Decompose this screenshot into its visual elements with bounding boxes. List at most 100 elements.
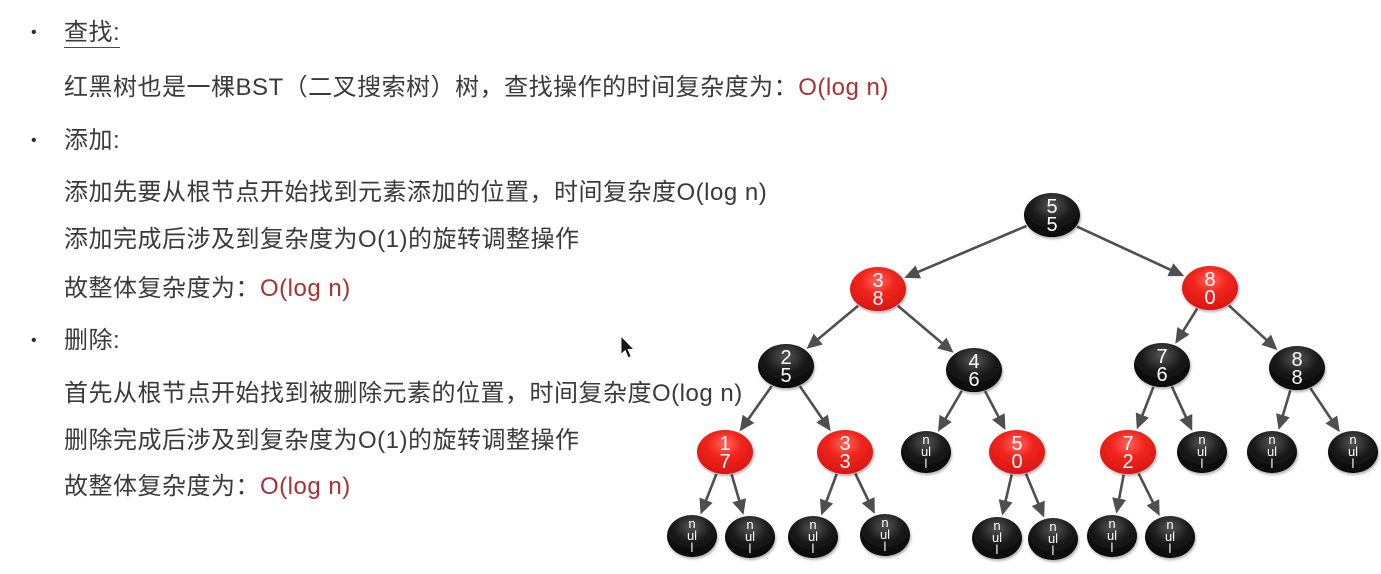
mouse-cursor bbox=[620, 336, 635, 359]
delete-step2-text: 删除完成后涉及到复杂度为O(1)的旋转调整操作 bbox=[64, 427, 580, 454]
search-complexity-value: O(log n) bbox=[798, 74, 889, 101]
tree-edge bbox=[998, 474, 1013, 516]
black-node-ellipse bbox=[758, 344, 814, 388]
delete-step2-line: 删除完成后涉及到复杂度为O(1)的旋转调整操作 bbox=[64, 425, 580, 457]
bullet-marker: • bbox=[31, 132, 38, 149]
add-step2-text: 添加完成后涉及到复杂度为O(1)的旋转调整操作 bbox=[64, 226, 580, 253]
tree-edge bbox=[854, 472, 875, 514]
tree-edge bbox=[1228, 304, 1278, 351]
tree-edge bbox=[1276, 390, 1292, 430]
tree-edge bbox=[1076, 225, 1185, 277]
tree-edge bbox=[904, 224, 1028, 279]
search-complexity-text: 红黑树也是一棵BST（二叉搜索树）树，查找操作的时间复杂度为： bbox=[64, 74, 799, 101]
section-title-delete: 删除: bbox=[64, 327, 121, 354]
black-node-ellipse bbox=[1145, 516, 1195, 558]
black-node-ellipse bbox=[1134, 343, 1190, 387]
tree-edges bbox=[699, 224, 1340, 518]
black-node-ellipse bbox=[1269, 346, 1325, 390]
tree-edge bbox=[1135, 386, 1155, 430]
tree-edge bbox=[1175, 307, 1199, 344]
black-node-ellipse bbox=[725, 516, 775, 558]
black-node-ellipse bbox=[1087, 515, 1137, 557]
tree-edge bbox=[1170, 386, 1193, 431]
black-node-ellipse bbox=[667, 515, 717, 557]
section-title-search: 查找: bbox=[64, 19, 121, 48]
bullet-item-add: • 添加: bbox=[31, 125, 120, 157]
tree-edge bbox=[739, 385, 773, 432]
bullet-marker: • bbox=[31, 332, 38, 349]
tree-edge bbox=[937, 390, 963, 432]
black-node-ellipse bbox=[972, 517, 1022, 559]
delete-total-line: 故整体复杂度为：O(log n) bbox=[64, 471, 351, 503]
black-node-ellipse bbox=[1247, 431, 1297, 473]
red-node-ellipse bbox=[1182, 266, 1238, 310]
add-total-text: 故整体复杂度为： bbox=[64, 275, 260, 302]
delete-step1-line: 首先从根节点开始找到被删除元素的位置，时间复杂度O(log n) bbox=[64, 378, 743, 410]
tree-edge bbox=[699, 473, 718, 515]
black-node-ellipse bbox=[860, 514, 910, 556]
bullet-marker: • bbox=[31, 24, 38, 41]
search-complexity-line: 红黑树也是一棵BST（二叉搜索树）树，查找操作的时间复杂度为：O(log n) bbox=[64, 72, 889, 104]
red-node-ellipse bbox=[817, 430, 873, 474]
tree-edge bbox=[1137, 472, 1160, 516]
red-node-ellipse bbox=[850, 267, 906, 311]
tree-edge bbox=[1309, 387, 1340, 433]
black-node-ellipse bbox=[1024, 193, 1080, 237]
black-node-ellipse bbox=[1328, 431, 1378, 473]
tree-edge bbox=[983, 390, 1006, 431]
tree-edge bbox=[1112, 474, 1127, 514]
red-node-ellipse bbox=[1100, 430, 1156, 474]
tree-edge bbox=[819, 473, 838, 516]
delete-total-text: 故整体复杂度为： bbox=[64, 473, 260, 500]
add-total-line: 故整体复杂度为：O(log n) bbox=[64, 273, 351, 305]
red-node-ellipse bbox=[697, 430, 753, 474]
add-step1-text: 添加先要从根节点开始找到元素添加的位置，时间复杂度O(log n) bbox=[64, 179, 768, 206]
delete-step1-text: 首先从根节点开始找到被删除元素的位置，时间复杂度O(log n) bbox=[64, 380, 743, 407]
black-node-ellipse bbox=[788, 516, 838, 558]
tree-edge bbox=[730, 474, 746, 515]
tree-edge bbox=[1024, 473, 1045, 518]
bullet-item-delete: • 删除: bbox=[31, 325, 121, 357]
add-step2-line: 添加完成后涉及到复杂度为O(1)的旋转调整操作 bbox=[64, 224, 580, 256]
delete-total-value: O(log n) bbox=[260, 473, 351, 500]
add-step1-line: 添加先要从根节点开始找到元素添加的位置，时间复杂度O(log n) bbox=[64, 177, 767, 209]
